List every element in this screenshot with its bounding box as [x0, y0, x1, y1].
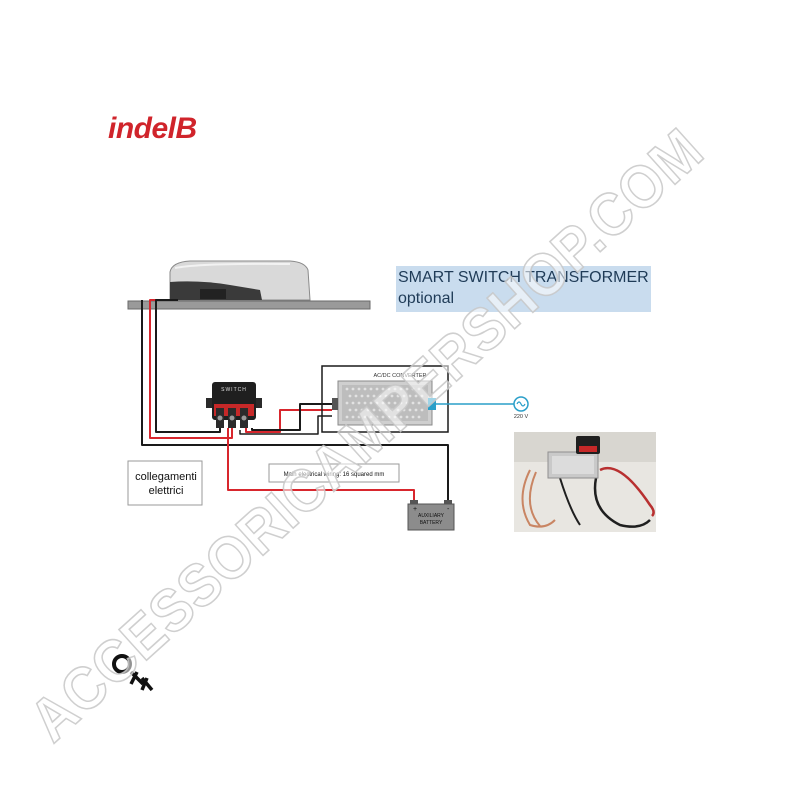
ac-wave-icon [516, 401, 526, 407]
battery-minus-label: - [447, 506, 450, 513]
title-box: SMART SWITCH TRANSFORMER optional [396, 266, 651, 312]
battery-icon [407, 500, 455, 531]
wiring-note-box [268, 463, 400, 483]
wiring-note-label: Main electrical wiring: 16 squared mm [284, 472, 385, 478]
main-wires [141, 299, 449, 503]
title-line-2: optional [398, 290, 455, 307]
roof-panel [127, 300, 371, 310]
connections-box [127, 460, 203, 506]
product-photo [514, 432, 656, 532]
cooling-unit-icon [169, 260, 311, 301]
converter-icon [332, 380, 436, 426]
title-line-1: SMART SWITCH TRANSFORMER [398, 269, 649, 286]
connections-label-line-2: elettrici [149, 485, 184, 497]
converter-frame [321, 365, 449, 433]
battery-label-line-2: BATTERY [420, 520, 443, 526]
off-brand-icon [112, 654, 154, 692]
battery-plus-label: + [413, 506, 417, 513]
indelb-logo: indelB [108, 112, 197, 145]
switch-module-icon [206, 382, 262, 428]
connections-label-line-1: collegamenti [135, 471, 197, 483]
ac-voltage-label: 220 V [514, 414, 529, 420]
converter-label: AC/DC CONVERTER [373, 373, 426, 379]
switch-label: SWITCH [221, 387, 247, 393]
battery-label-line-1: AUXILIARY [418, 513, 445, 519]
